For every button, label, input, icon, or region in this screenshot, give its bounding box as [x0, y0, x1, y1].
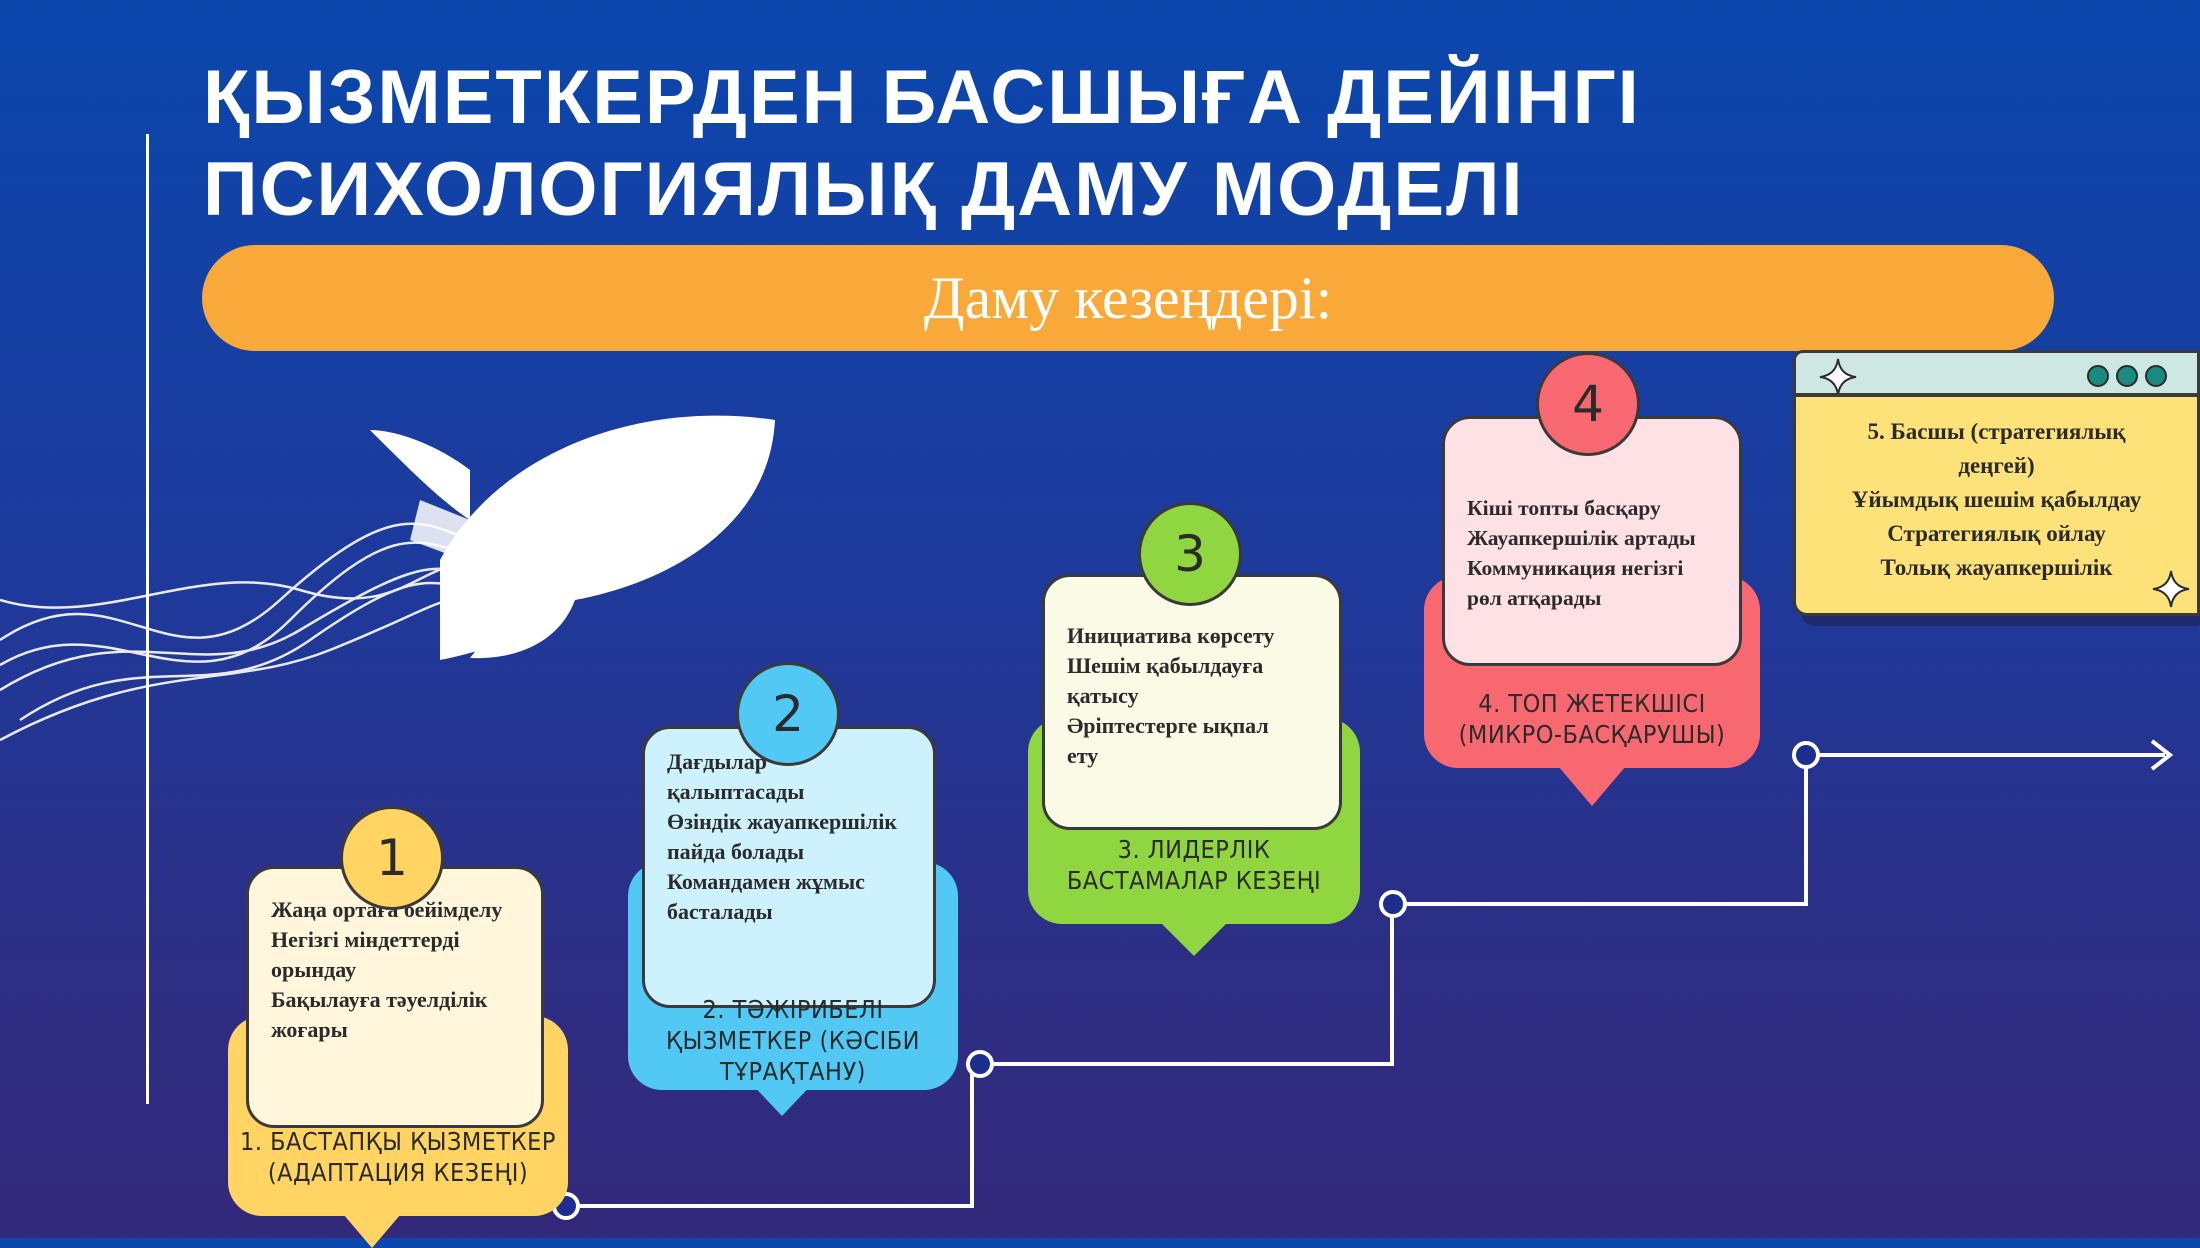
- stage-1-number: 1: [376, 829, 408, 887]
- rocket-icon: [370, 415, 775, 660]
- title-line-1: ҚЫЗМЕТКЕРДЕН БАСШЫҒА ДЕЙІНГІ: [203, 55, 1641, 140]
- stage-4-number: 4: [1572, 375, 1604, 433]
- stage-1-label-line: 1. БАСТАПҚЫ ҚЫЗМЕТКЕР: [240, 1127, 556, 1156]
- stage-1-line: Бақылауға тәуелділік: [271, 987, 488, 1012]
- stage-2-number: 2: [772, 685, 804, 743]
- stage-4-line: Коммуникация негізгі: [1467, 556, 1684, 580]
- stage-2-label-line: ТҰРАҚТАНУ): [720, 1057, 866, 1086]
- sparkle-icon: [1819, 358, 1857, 396]
- stage-3-label-line: БАСТАМАЛАР КЕЗЕҢІ: [1066, 866, 1322, 895]
- stage-4-line: рөл атқарады: [1467, 586, 1602, 610]
- stage-2-number-badge: 2: [736, 662, 840, 766]
- page-title: ҚЫЗМЕТКЕРДЕН БАСШЫҒА ДЕЙІНГІ ПСИХОЛОГИЯЛ…: [203, 52, 1903, 236]
- stage-2-line: қалыптасады: [667, 779, 805, 804]
- stage-card-4: Кіші топты басқару Жауапкершілік артады …: [1424, 352, 1760, 808]
- window-dot-icon: [2116, 365, 2138, 387]
- stage-5-text-box: 5. Басшы (стратегиялық деңгей) Ұйымдық ш…: [1793, 394, 2200, 616]
- vertical-divider: [146, 134, 149, 1104]
- stage-card-1: Жаңа ортаға бейімделу Негізгі міндеттерд…: [228, 806, 568, 1248]
- stage-3-line: Әріптестерге ықпал: [1067, 713, 1269, 738]
- stage-card-2: Дағдылар қалыптасады Өзіндік жауапкершіл…: [628, 662, 958, 1118]
- window-dot-icon: [2145, 365, 2167, 387]
- stage-1-line: орындау: [271, 957, 357, 982]
- progress-path: [566, 739, 2174, 1208]
- stages-banner: Даму кезеңдері:: [202, 245, 2054, 351]
- stage-3-number: 3: [1174, 525, 1206, 583]
- stage-3-text-box: Инициатива көрсету Шешім қабылдауға қаты…: [1042, 574, 1342, 830]
- stage-5-line: 5. Басшы (стратегиялық: [1867, 419, 2126, 444]
- stage-4-line: Жауапкершілік артады: [1467, 526, 1696, 550]
- stage-5-title-bar: [1793, 350, 2200, 396]
- stage-2-label-line: ҚЫЗМЕТКЕР (КӘСІБИ: [666, 1026, 920, 1055]
- stage-1-label-line: (АДАПТАЦИЯ КЕЗЕҢІ): [267, 1158, 529, 1187]
- stage-1-text-box: Жаңа ортаға бейімделу Негізгі міндеттерд…: [246, 866, 544, 1128]
- stage-2-line: Өзіндік жауапкершілік: [667, 809, 898, 834]
- stage-2-label: 2. ТӘЖІРИБЕЛІ ҚЫЗМЕТКЕР (КӘСІБИ ТҰРАҚТАН…: [628, 994, 958, 1087]
- stage-1-line: Негізгі міндеттерді: [271, 927, 460, 952]
- path-nodes: [552, 741, 1820, 1220]
- sparkle-icon: [2152, 570, 2190, 608]
- stage-4-label-line: (МИКРО-БАСҚАРУШЫ): [1458, 720, 1726, 749]
- stage-1-number-badge: 1: [340, 806, 444, 910]
- stage-2-label-line: 2. ТӘЖІРИБЕЛІ: [702, 995, 884, 1024]
- window-dot-icon: [2087, 365, 2109, 387]
- stage-5-line: Стратегиялық ойлау: [1887, 521, 2106, 546]
- stage-4-label: 4. ТОП ЖЕТЕКШІСІ (МИКРО-БАСҚАРУШЫ): [1424, 688, 1760, 750]
- stage-2-line: Дағдылар: [667, 749, 768, 774]
- stage-5-window: 5. Басшы (стратегиялық деңгей) Ұйымдық ш…: [1793, 350, 2200, 628]
- stage-4-number-badge: 4: [1536, 352, 1640, 456]
- stage-2-line: пайда болады: [667, 839, 805, 864]
- stage-4-line: Кіші топты басқару: [1467, 496, 1661, 520]
- stage-4-label-line: 4. ТОП ЖЕТЕКШІСІ: [1478, 689, 1706, 718]
- stage-4-text-box: Кіші топты басқару Жауапкершілік артады …: [1442, 416, 1742, 666]
- stage-4-tail: [1558, 766, 1626, 806]
- stage-3-label: 3. ЛИДЕРЛІК БАСТАМАЛАР КЕЗЕҢІ: [1028, 834, 1360, 896]
- stage-3-line: қатысу: [1067, 683, 1139, 708]
- stage-card-3: Инициатива көрсету Шешім қабылдауға қаты…: [1028, 502, 1360, 956]
- stage-3-label-line: 3. ЛИДЕРЛІК: [1117, 835, 1271, 864]
- stage-5-line: Толық жауапкершілік: [1880, 555, 2113, 580]
- stage-5-line: деңгей): [1958, 453, 2035, 478]
- stage-3-line: Шешім қабылдауға: [1067, 653, 1264, 678]
- stage-5-line: Ұйымдық шешім қабылдау: [1851, 487, 2142, 512]
- stage-2-line: Командамен жұмыс: [667, 869, 865, 894]
- stage-2-text-box: Дағдылар қалыптасады Өзіндік жауапкершіл…: [642, 726, 936, 1008]
- stage-3-line: ету: [1067, 743, 1099, 768]
- title-line-2: ПСИХОЛОГИЯЛЫҚ ДАМУ МОДЕЛІ: [203, 147, 1525, 232]
- stage-3-tail: [1160, 922, 1228, 956]
- stage-3-number-badge: 3: [1138, 502, 1242, 606]
- stage-1-line: жоғары: [271, 1017, 348, 1042]
- stage-2-line: басталады: [667, 899, 773, 924]
- banner-text: Даму кезеңдері:: [923, 264, 1333, 331]
- stage-1-label: 1. БАСТАПҚЫ ҚЫЗМЕТКЕР (АДАПТАЦИЯ КЕЗЕҢІ): [228, 1126, 568, 1188]
- stage-3-line: Инициатива көрсету: [1067, 623, 1275, 648]
- rocket-exhaust-lines: [0, 522, 471, 742]
